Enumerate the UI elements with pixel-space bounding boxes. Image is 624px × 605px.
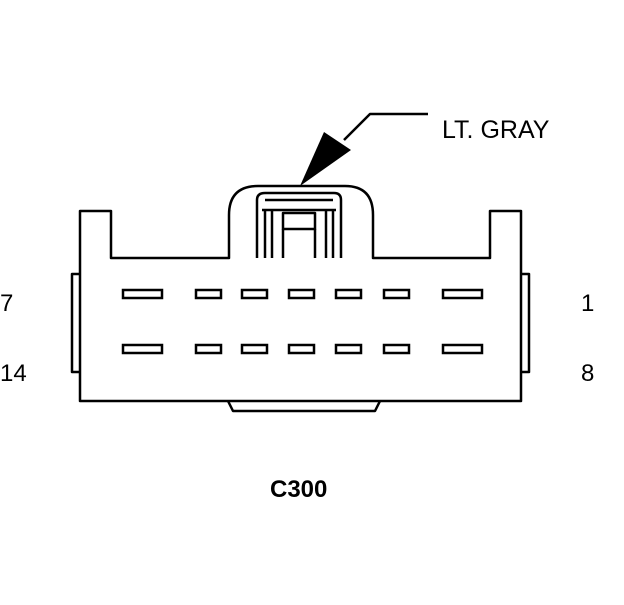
terminal-cavity: [240, 288, 269, 300]
right-side-rib: [521, 272, 531, 374]
terminal-cavity: [334, 343, 363, 355]
terminal-cavities: [121, 288, 484, 355]
terminal-cavity: [441, 288, 484, 300]
left-side-rib: [70, 272, 80, 374]
pin-label-bottom-right: 8: [581, 360, 594, 387]
terminal-cavity: [240, 343, 269, 355]
terminal-cavity: [382, 288, 411, 300]
pin-label-top-right: 1: [581, 290, 594, 317]
terminal-cavity: [194, 343, 223, 355]
connector-id-label: C300: [270, 476, 327, 503]
callout-leader-line: [343, 112, 428, 141]
terminal-cavity: [194, 288, 223, 300]
locking-latch: [255, 191, 343, 258]
terminal-cavity: [287, 343, 316, 355]
terminal-cavity: [382, 343, 411, 355]
terminal-cavity: [334, 288, 363, 300]
bottom-latch-tab: [226, 400, 382, 413]
pin-label-bottom-left: 14: [0, 360, 27, 387]
terminal-cavity: [121, 343, 164, 355]
pin-label-top-left: 7: [0, 290, 13, 317]
wire-color-label: LT. GRAY: [442, 116, 550, 144]
callout-arrowhead: [300, 132, 351, 186]
connector-body: [78, 184, 523, 403]
terminal-cavity: [441, 343, 484, 355]
terminal-cavity: [121, 288, 164, 300]
terminal-cavity: [287, 288, 316, 300]
